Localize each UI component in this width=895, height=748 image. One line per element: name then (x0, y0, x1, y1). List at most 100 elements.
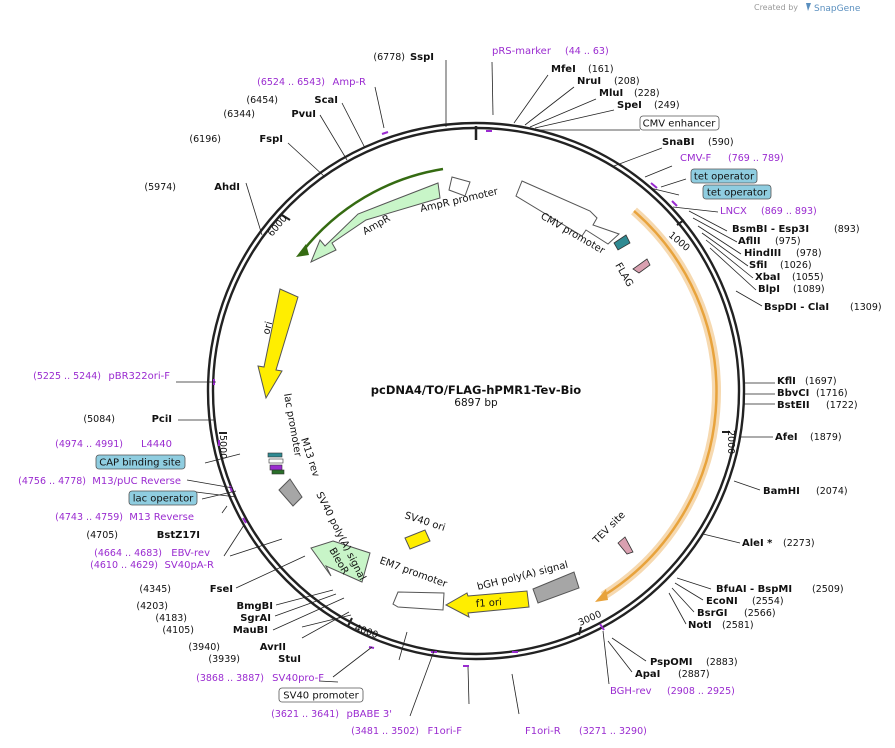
enzyme-position: (4105) (162, 625, 194, 636)
primer-label[interactable]: pRS-marker (492, 46, 552, 57)
tick-2000: 2000 (725, 430, 736, 454)
enzyme-label[interactable]: AhdI (214, 182, 240, 193)
enzyme-label[interactable]: ScaI (314, 95, 338, 106)
enzyme-label[interactable]: BfuAI - BspMI (716, 584, 792, 595)
enzyme-label[interactable]: MluI (599, 88, 623, 99)
cmv-enhancer-box (639, 115, 720, 131)
feature-lac-promoter: lac promoter (281, 393, 303, 459)
enzyme-label[interactable]: PvuI (291, 109, 316, 120)
primer-label[interactable]: Amp-R (333, 77, 367, 88)
primer-mark-ampr (381, 131, 389, 135)
primer-label[interactable]: L4440 (141, 439, 172, 450)
cap-marker (267, 452, 283, 458)
tick-5000: 5000 (217, 435, 228, 459)
sv40-polya-shape (278, 478, 303, 507)
enzyme-label[interactable]: BsmBI - Esp3I (732, 224, 809, 235)
primer-label[interactable]: F1ori-R (525, 726, 561, 737)
enzyme-label[interactable]: ApaI (635, 669, 660, 680)
enzyme-label[interactable]: BsrGI (697, 608, 727, 619)
brand-text: SnapGene (814, 4, 861, 14)
enzyme-label[interactable]: SgrAI (240, 613, 271, 624)
ampr-arc-arrowhead (296, 244, 309, 257)
enzyme-label[interactable]: XbaI (755, 272, 780, 283)
enzyme-label[interactable]: AflII (738, 236, 761, 247)
primer-position: (4610 .. 4629) (90, 560, 158, 571)
primer-label[interactable]: SV40pA-R (165, 560, 214, 571)
primer-label[interactable]: BGH-rev (610, 686, 652, 697)
primer-label[interactable]: EBV-rev (171, 548, 210, 559)
em7-promoter-arrow (392, 591, 445, 611)
primer-label[interactable]: SV40pro-F (272, 673, 324, 684)
enzyme-label[interactable]: HindIII (744, 248, 781, 259)
enzyme-label[interactable]: SnaBI (662, 137, 694, 148)
enzyme-label[interactable]: FspI (259, 134, 283, 145)
enzyme-position: (2554) (752, 596, 784, 607)
primer-position: (4743 .. 4759) (55, 512, 123, 523)
cap-binding-box (95, 454, 186, 470)
bgh-polya-shape (532, 571, 580, 604)
enzyme-labels: SspI(6778)MfeI(161)NruI(208)MluI(228)Spe… (83, 52, 881, 680)
primer-position: (769 .. 789) (728, 153, 784, 164)
enzyme-label[interactable]: BamHI (763, 486, 800, 497)
enzyme-label[interactable]: BlpI (758, 284, 780, 295)
enzyme-label[interactable]: PciI (152, 414, 172, 425)
primer-label[interactable]: CMV-F (680, 153, 711, 164)
enzyme-position: (5974) (144, 182, 176, 193)
f1-ori-arrow (444, 590, 530, 618)
primer-position: (3481 .. 3502) (351, 726, 419, 737)
leader-lines (176, 60, 775, 717)
enzyme-position: (893) (834, 224, 860, 235)
enzyme-position: (6196) (189, 134, 221, 145)
feature-ori: ori (261, 320, 275, 335)
enzyme-position: (2074) (816, 486, 848, 497)
enzyme-label[interactable]: BmgBI (236, 601, 273, 612)
enzyme-label[interactable]: SfiI (749, 260, 767, 271)
enzyme-position: (1089) (793, 284, 825, 295)
primer-label[interactable]: M13 Reverse (129, 512, 194, 523)
enzyme-label[interactable]: AfeI (775, 432, 798, 443)
feature-f1-ori: f1 ori (475, 597, 502, 610)
sv40-promoter-box (278, 687, 364, 703)
enzyme-label[interactable]: BbvCI (777, 388, 809, 399)
enzyme-label[interactable]: NotI (688, 620, 712, 631)
enzyme-position: (1716) (816, 388, 848, 399)
enzyme-label[interactable]: AleI * (742, 538, 773, 549)
enzyme-position: (3940) (188, 642, 220, 653)
enzyme-label[interactable]: FseI (210, 584, 233, 595)
cap-binding-label: CAP binding site (99, 458, 181, 469)
enzyme-label[interactable]: NruI (577, 76, 601, 87)
enzyme-label[interactable]: StuI (278, 654, 301, 665)
backbone-outer (206, 121, 746, 661)
tick-3000: 3000 (577, 609, 604, 629)
primer-label[interactable]: pBR322ori-F (108, 371, 170, 382)
primer-label[interactable]: pBABE 3' (346, 709, 392, 720)
primer-mark-m13 (229, 485, 233, 493)
lac-marker (268, 458, 284, 464)
primer-label[interactable]: LNCX (720, 206, 747, 217)
enzyme-label[interactable]: EcoNI (706, 596, 738, 607)
enzyme-label[interactable]: MauBI (233, 625, 268, 636)
orf-arc (602, 210, 718, 598)
enzyme-position: (6344) (223, 109, 255, 120)
enzyme-label[interactable]: SpeI (617, 100, 642, 111)
enzyme-position: (228) (634, 88, 660, 99)
primer-position: (4664 .. 4683) (94, 548, 162, 559)
enzyme-label[interactable]: SspI (410, 52, 434, 63)
enzyme-label[interactable]: MfeI (551, 64, 576, 75)
tick-4000: 4000 (353, 622, 379, 641)
primer-position: (3271 .. 3290) (579, 726, 647, 737)
primer-position: (2908 .. 2925) (667, 686, 735, 697)
feature-shapes (213, 130, 721, 667)
lac-operator-box (128, 490, 198, 506)
enzyme-label[interactable]: BstZ17I (157, 530, 200, 541)
enzyme-label[interactable]: KflI (777, 376, 796, 387)
cmv-enhancer-label: CMV enhancer (643, 119, 717, 130)
enzyme-label[interactable]: BstEII (777, 400, 810, 411)
enzyme-label[interactable]: BspDI - ClaI (764, 302, 829, 313)
primer-label[interactable]: M13/pUC Reverse (92, 476, 181, 487)
enzyme-label[interactable]: AvrII (260, 642, 286, 653)
primer-label[interactable]: F1ori-F (428, 726, 463, 737)
ampr-arrow (310, 182, 441, 264)
enzyme-label[interactable]: PspOMI (650, 657, 692, 668)
flag-box (613, 234, 631, 251)
